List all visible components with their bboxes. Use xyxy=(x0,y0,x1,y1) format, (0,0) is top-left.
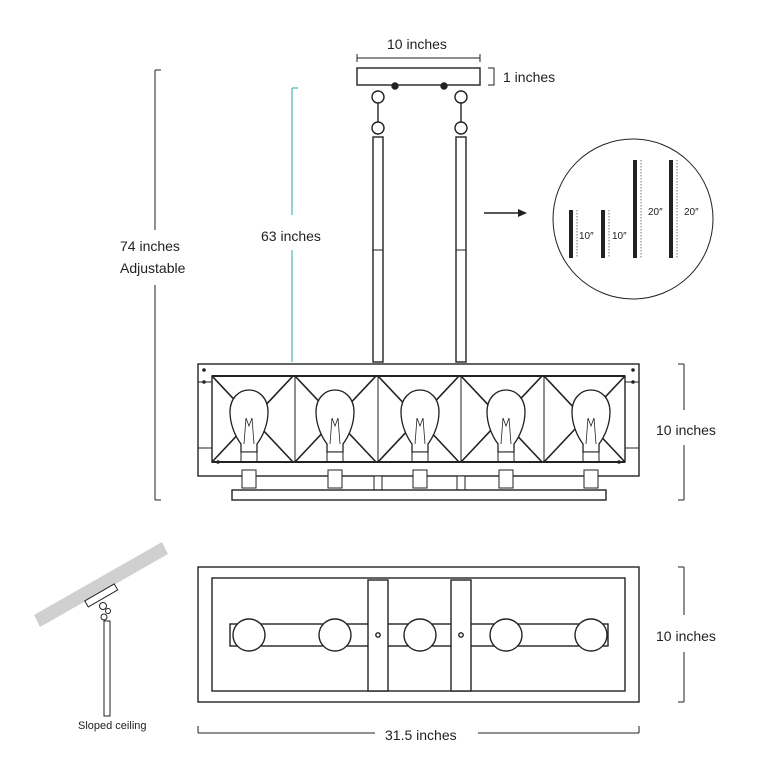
fixture-bottom-view xyxy=(197,566,640,703)
rod-label: 20″ xyxy=(684,207,699,218)
bulb-globe xyxy=(232,618,266,652)
edison-bulb xyxy=(571,389,611,463)
bottom-length-bracket xyxy=(197,726,640,734)
fixture-front-view xyxy=(197,363,640,501)
rod-10in-b xyxy=(601,210,610,258)
bulb-globe xyxy=(574,618,608,652)
rod-label: 10″ xyxy=(579,231,594,242)
arrow-icon xyxy=(484,209,527,217)
bulb-globe xyxy=(318,618,352,652)
overall-height-bracket xyxy=(154,69,161,501)
bulb-globe xyxy=(403,618,437,652)
bulb-globe xyxy=(489,618,523,652)
canopy-height-label: 1 inches xyxy=(503,69,556,85)
bulb-sockets xyxy=(241,469,599,491)
edison-bulbs xyxy=(229,389,611,463)
bottom-depth-bracket xyxy=(678,566,685,703)
rod-10in-a xyxy=(569,210,578,258)
canopy xyxy=(356,54,495,90)
sloped-ceiling-illustration xyxy=(34,542,168,717)
rod-20in-a xyxy=(633,160,642,258)
fixture-height-label: 10 inches xyxy=(656,422,716,438)
edison-bulb xyxy=(486,389,526,463)
rod-label: 20″ xyxy=(648,207,663,218)
bulb-globes-top-view xyxy=(232,618,608,652)
adjustable-label: Adjustable xyxy=(120,260,186,276)
overall-height-label: 74 inches xyxy=(120,238,180,254)
chain-height-label: 63 inches xyxy=(261,228,321,244)
sloped-ceiling-label: Sloped ceiling xyxy=(78,720,147,732)
rod-label: 10″ xyxy=(612,231,627,242)
bottom-length-label: 31.5 inches xyxy=(385,727,457,743)
rod-extension-inset xyxy=(552,138,714,300)
chain-height-bracket xyxy=(291,87,298,362)
fixture-height-bracket xyxy=(678,363,685,501)
bottom-depth-label: 10 inches xyxy=(656,628,716,644)
hanging-chains xyxy=(371,90,468,363)
rod-20in-b xyxy=(669,160,678,258)
edison-bulb xyxy=(400,389,440,463)
edison-bulb xyxy=(315,389,355,463)
canopy-width-label: 10 inches xyxy=(387,36,447,52)
